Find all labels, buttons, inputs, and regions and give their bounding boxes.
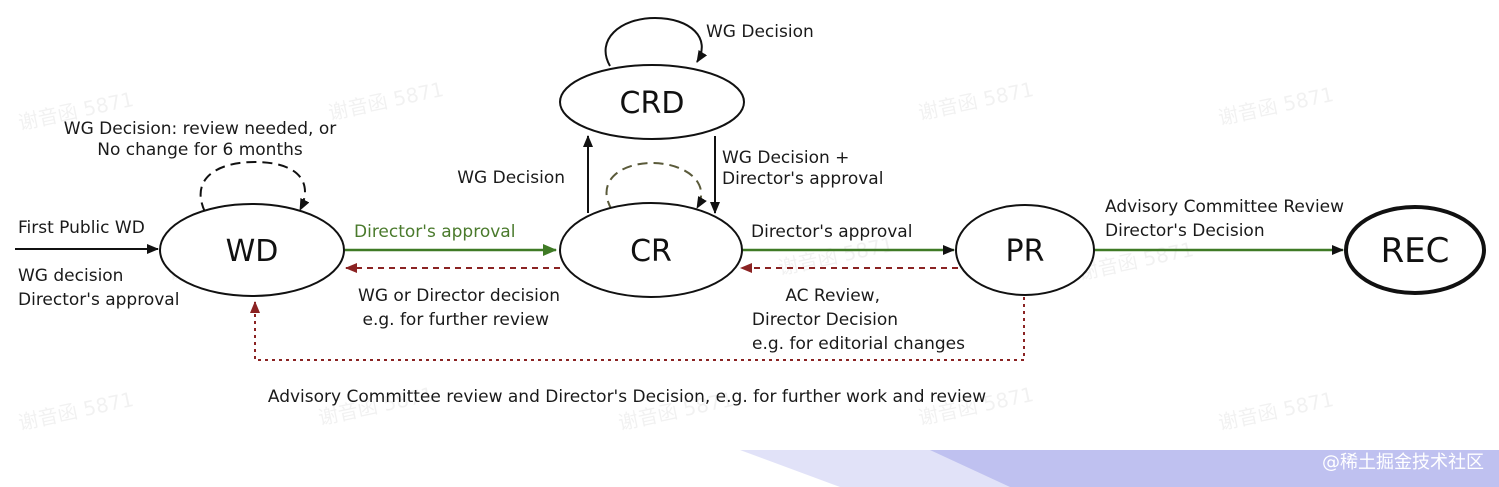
node-rec: REC — [1344, 205, 1486, 295]
label-wd-loop-2: No change for 6 months — [97, 140, 303, 160]
label-first-public-wd: First Public WD — [18, 218, 145, 238]
label-cr-to-wd-1: WG or Director decision — [358, 286, 560, 306]
watermark-text: 谢音函 5871 — [1216, 387, 1336, 435]
label-pr-to-cr-1: AC Review, — [785, 286, 880, 306]
label-cr-to-crd: WG Decision — [457, 168, 565, 188]
edge-pr-to-wd — [250, 290, 1025, 361]
label-wd-loop-1: WG Decision: review needed, or — [64, 119, 336, 139]
bottom-band — [740, 450, 1499, 487]
watermark-text: 谢音函 5871 — [916, 77, 1036, 125]
label-pr-to-rec-2: Director's Decision — [1105, 221, 1265, 241]
node-cr-label: CR — [630, 234, 672, 269]
node-pr-label: PR — [1006, 234, 1045, 269]
node-crd-label: CRD — [620, 86, 685, 121]
node-pr: PR — [955, 204, 1095, 296]
label-cr-to-pr: Director's approval — [751, 222, 912, 242]
watermark-text: 谢音函 5871 — [1216, 82, 1336, 130]
label-crd-loop: WG Decision — [706, 22, 814, 42]
label-wg-decision: WG decision — [18, 266, 123, 286]
label-directors-approval: Director's approval — [18, 290, 179, 310]
label-crd-to-cr-1: WG Decision + — [722, 148, 849, 168]
node-crd: CRD — [559, 64, 745, 140]
label-wd-to-cr: Director's approval — [354, 222, 515, 242]
edge-wd-loop — [199, 160, 310, 213]
node-wd-label: WD — [226, 234, 279, 269]
node-cr: CR — [559, 202, 743, 298]
watermark-text: 谢音函 5871 — [16, 387, 136, 435]
edge-crd-loop — [604, 16, 708, 67]
label-cr-to-wd-2: e.g. for further review — [362, 310, 549, 330]
label-pr-to-wd: Advisory Committee review and Director's… — [268, 387, 986, 407]
label-crd-to-cr-2: Director's approval — [722, 169, 883, 189]
watermark-text: 谢音函 5871 — [326, 77, 446, 125]
node-wd: WD — [159, 203, 345, 297]
edge-cr-loop — [605, 161, 707, 211]
node-rec-label: REC — [1381, 231, 1450, 271]
footer-credit: @稀土掘金技术社区 — [1322, 452, 1484, 473]
label-pr-to-cr-3: e.g. for editorial changes — [752, 334, 965, 354]
label-pr-to-rec-1: Advisory Committee Review — [1105, 197, 1344, 217]
label-pr-to-cr-2: Director Decision — [752, 310, 898, 330]
